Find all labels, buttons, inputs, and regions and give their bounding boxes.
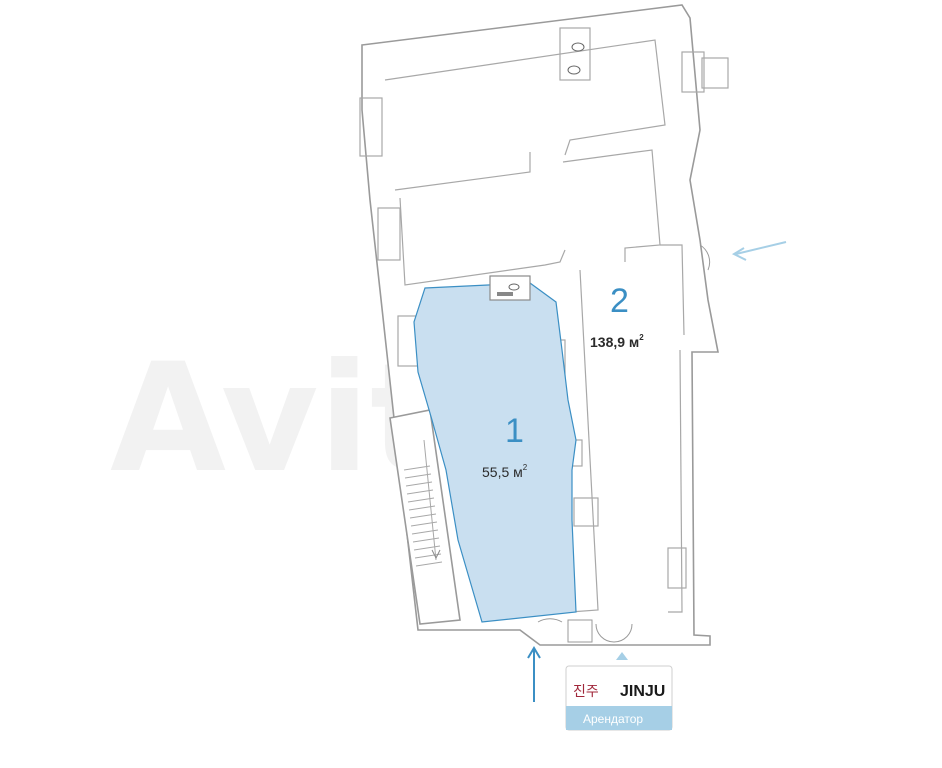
room-1-number: 1 — [505, 412, 524, 450]
stairwell — [389, 409, 461, 625]
toilet-icon — [489, 275, 531, 301]
room-2-area: 138,9 м2 — [590, 333, 644, 350]
entrance-doors — [537, 244, 711, 643]
room-2-number: 2 — [610, 282, 629, 320]
tenant-badge: 진주 JINJU Арендатор — [565, 665, 673, 731]
entrance-arrow-main — [527, 646, 541, 702]
room-1-area: 55,5 м2 — [482, 463, 528, 480]
toilet-icon-upper — [567, 42, 585, 75]
tenant-name: JINJU — [620, 683, 665, 700]
tenant-pointer — [616, 652, 628, 660]
room-1-highlight[interactable] — [413, 282, 577, 623]
tenant-caption: Арендатор — [583, 712, 643, 726]
tenant-logo-glyphs: 진주 — [573, 684, 599, 700]
entrance-arrow-side — [731, 241, 787, 261]
